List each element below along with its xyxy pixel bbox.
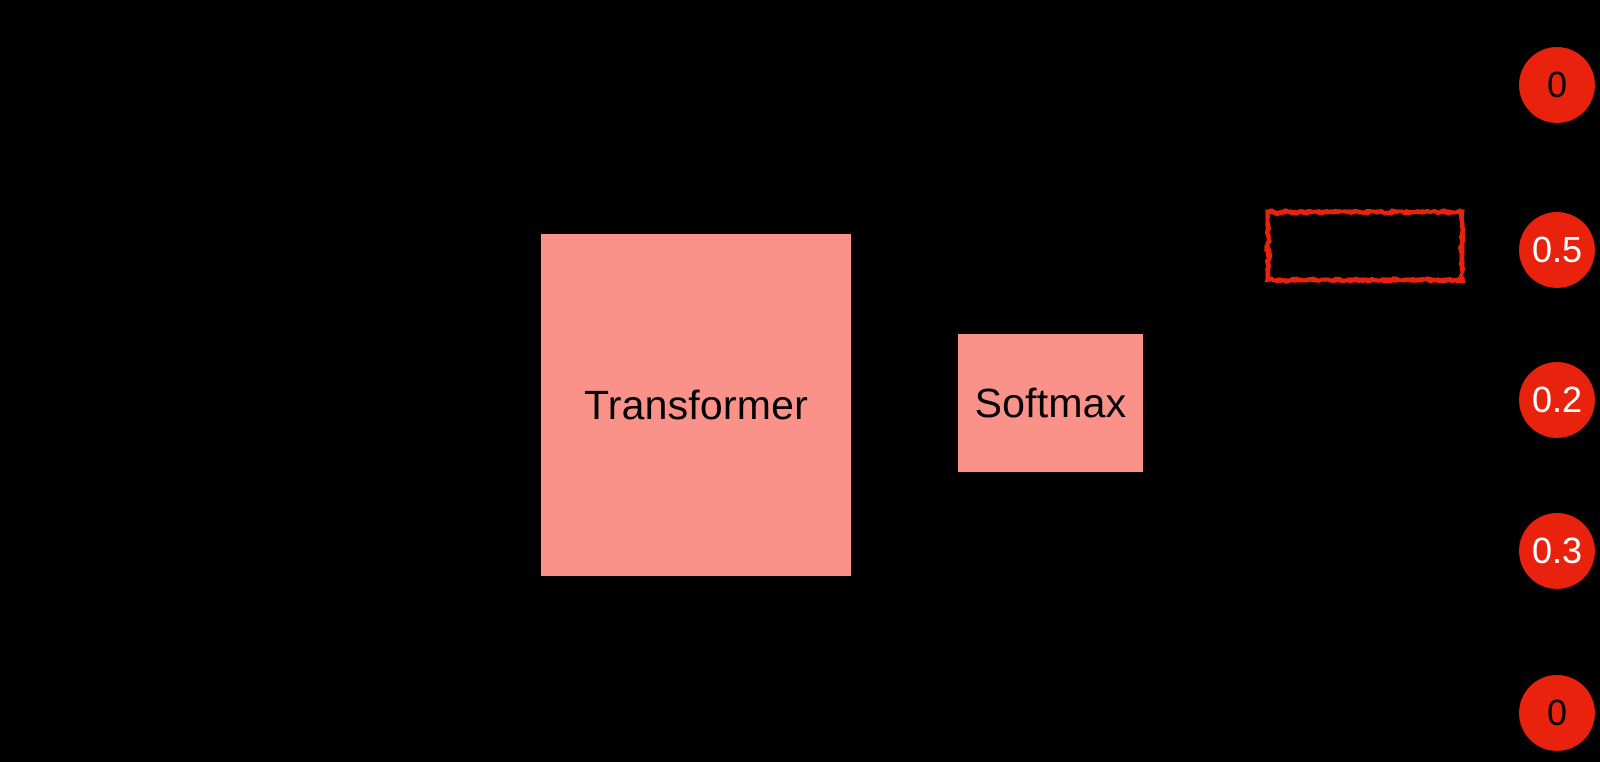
probability-circle: 0.3 [1519, 513, 1595, 589]
transformer-label: Transformer [584, 381, 808, 428]
probability-circle: 0.2 [1519, 362, 1595, 438]
softmax-label: Softmax [974, 379, 1127, 426]
highlight-rectangle [1265, 209, 1465, 283]
transformer-block: Transformer [541, 234, 851, 576]
probability-circle: 0 [1519, 47, 1595, 123]
highlight-rectangle-stroke [1265, 209, 1465, 283]
softmax-block: Softmax [958, 334, 1143, 472]
probability-circle: 0 [1519, 675, 1595, 751]
probability-value: 0.5 [1531, 229, 1583, 270]
probability-value: 0 [1546, 692, 1568, 733]
probability-circle: 0.5 [1519, 212, 1595, 288]
probability-value: 0.2 [1531, 379, 1583, 420]
probability-value: 0.3 [1531, 530, 1583, 571]
probability-value: 0 [1546, 64, 1568, 105]
